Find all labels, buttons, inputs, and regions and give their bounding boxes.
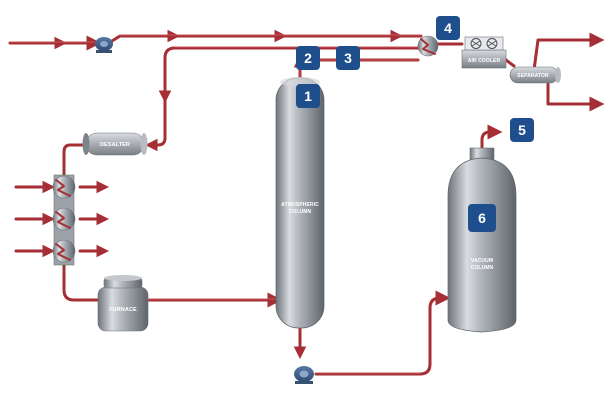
atmospheric-column-label-line1: ATMOSPHERIC	[281, 202, 319, 208]
fan-icon	[486, 38, 498, 49]
air-cooler-label: AIR COOLER	[468, 58, 501, 64]
furnace: FURNACE	[97, 275, 149, 332]
separator-liquid-outlet	[546, 82, 605, 112]
badge-3: 3	[336, 46, 360, 70]
furnace-label: FURNACE	[109, 307, 137, 313]
bottoms-pump	[294, 366, 314, 384]
badge-2-number: 2	[304, 50, 312, 66]
top-run-pipe	[110, 34, 423, 43]
overhead-exchanger	[417, 35, 439, 57]
vacuum-column-label-line1: VACUUM	[471, 258, 493, 264]
air-cooler: AIR COOLER	[461, 36, 507, 69]
badge-2: 2	[296, 46, 320, 70]
badge-6-number: 6	[478, 210, 486, 226]
separator: SEPARATOR	[509, 66, 561, 84]
vacuum-column: VACUUM COLUMN	[447, 147, 517, 333]
exchanger-coil	[55, 243, 71, 261]
fan-blade	[487, 40, 497, 47]
vacuum-column-label-line2: COLUMN	[471, 265, 494, 271]
badge-3-number: 3	[344, 50, 352, 66]
badge-5: 5	[510, 118, 534, 142]
exchanger-coil	[55, 211, 71, 229]
pump-to-vacuum-pipe	[314, 290, 451, 376]
badge-6: 6	[468, 204, 496, 232]
badge-4: 4	[436, 16, 460, 40]
desalter-label: DESALTER	[100, 142, 130, 148]
vacuum-overhead-pipe	[480, 124, 503, 152]
badge-4-number: 4	[444, 20, 452, 36]
separator-label: SEPARATOR	[517, 73, 549, 79]
badge-5-number: 5	[518, 122, 526, 138]
badge-1-number: 1	[304, 88, 312, 104]
exchanger-to-furnace-pipe	[62, 263, 102, 302]
atmospheric-column-label-line2: COLUMN	[289, 209, 312, 215]
atmospheric-column: ATMOSPHERIC COLUMN	[275, 77, 325, 329]
badge-1: 1	[296, 84, 320, 108]
exchanger-coil	[55, 179, 71, 197]
fan-icon	[470, 38, 482, 49]
desalter: DESALTER	[82, 132, 148, 156]
exchanger-coil	[420, 38, 436, 55]
desalter-outlet-pipe	[62, 143, 90, 177]
feed-pump	[95, 37, 113, 53]
separator-gas-outlet	[532, 32, 605, 72]
heat-exchanger-train	[52, 174, 76, 266]
fan-blade	[471, 40, 481, 47]
